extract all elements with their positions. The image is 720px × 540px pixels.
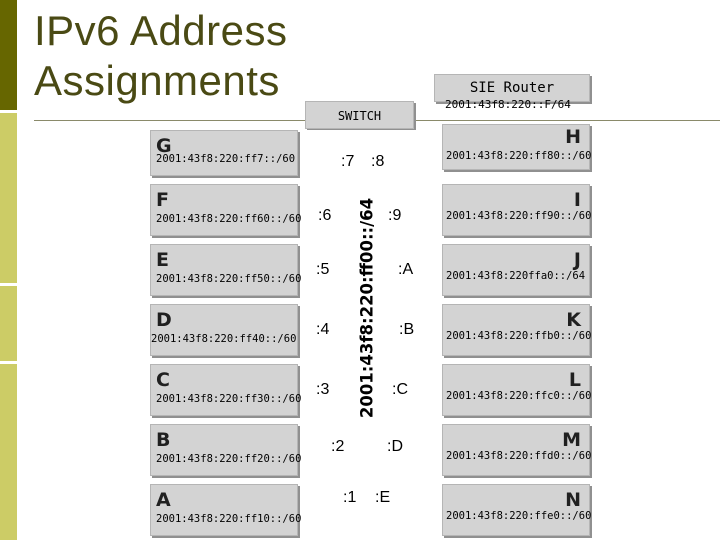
- box-address: 2001:43f8:220:ff60::/60: [156, 213, 302, 225]
- router-subnet: 2001:43f8:220::F/64: [445, 98, 571, 111]
- sidebar-segment: [0, 364, 17, 540]
- box-address: 2001:43f8:220:ff20::/60: [156, 453, 302, 465]
- title-line-2: Assignments: [34, 57, 280, 104]
- box-letter: F: [156, 189, 169, 211]
- subnet-box-f: F 2001:43f8:220:ff60::/60: [150, 184, 302, 236]
- subnet-box-a: A 2001:43f8:220:ff10::/60: [150, 484, 302, 536]
- page-title: IPv6 Address Assignments: [34, 6, 287, 106]
- subnet-box-n: N 2001:43f8:220:ffe0::/60: [442, 484, 592, 536]
- box-address: 2001:43f8:220:ff50::/60: [156, 273, 302, 285]
- switch-label: SWITCH: [305, 101, 414, 129]
- subnet-box-g: G 2001:43f8:220:ff7::/60: [150, 130, 298, 176]
- port-label-right: :C: [392, 381, 408, 398]
- box-address: 2001:43f8:220:ffd0::/60: [446, 450, 592, 462]
- port-label-right: :D: [387, 438, 403, 455]
- box-letter: M: [562, 429, 581, 451]
- box-address: 2001:43f8:220:ff10::/60: [156, 513, 302, 525]
- port-label-right: :9: [388, 207, 402, 224]
- sidebar-segment: [0, 286, 17, 361]
- box-letter: A: [156, 489, 171, 511]
- subnet-box-c: C 2001:43f8:220:ff30::/60: [150, 364, 302, 416]
- subnet-box-i: I 2001:43f8:220:ff90::/60: [442, 184, 592, 236]
- router-box: SIE Router: [434, 74, 590, 102]
- box-letter: D: [156, 309, 172, 331]
- box-address: 2001:43f8:220:ff7::/60: [156, 153, 296, 165]
- box-address: 2001:43f8:220:ff80::/60: [446, 150, 592, 162]
- box-address: 2001:43f8:220:ff90::/60: [446, 210, 592, 222]
- port-label-right: :B: [399, 321, 415, 338]
- box-letter: K: [566, 309, 581, 331]
- box-address: 2001:43f8:220ffa0::/64: [446, 270, 586, 282]
- port-label-left: :7: [341, 153, 355, 170]
- port-label-left: :1: [343, 489, 357, 506]
- box-letter: C: [156, 369, 170, 391]
- subnet-box-b: B 2001:43f8:220:ff20::/60: [150, 424, 302, 476]
- subnet-box-l: L 2001:43f8:220:ffc0::/60: [442, 364, 592, 416]
- box-address: 2001:43f8:220:ffc0::/60: [446, 390, 592, 402]
- box-address: 2001:43f8:220:ff30::/60: [156, 393, 302, 405]
- slide-sidebar: [0, 0, 17, 540]
- subnet-box-j: J 2001:43f8:220ffa0::/64: [442, 244, 590, 296]
- title-line-1: IPv6 Address: [34, 7, 288, 54]
- port-label-left: :4: [316, 321, 330, 338]
- box-letter: I: [573, 189, 581, 211]
- box-letter: G: [156, 135, 172, 157]
- port-label-left: :5: [316, 261, 330, 278]
- box-address: 2001:43f8:220:ff40::/60: [151, 333, 297, 345]
- subnet-box-h: H 2001:43f8:220:ff80::/60: [442, 124, 592, 170]
- switch-body: [305, 130, 421, 534]
- subnet-box-m: M 2001:43f8:220:ffd0::/60: [442, 424, 592, 476]
- sidebar-segment: [0, 361, 17, 364]
- box-address: 2001:43f8:220:ffb0::/60: [446, 330, 592, 342]
- box-letter: L: [568, 369, 581, 391]
- switch-prefix: 2001:43f8:220:ff00::/64: [357, 197, 377, 419]
- box-letter: J: [573, 249, 581, 271]
- box-letter: N: [565, 489, 581, 511]
- port-label-right: :A: [398, 261, 414, 278]
- port-label-left: :6: [318, 207, 332, 224]
- sidebar-segment: [0, 283, 17, 286]
- port-label-right: :E: [375, 489, 391, 506]
- box-address: 2001:43f8:220:ffe0::/60: [446, 510, 592, 522]
- subnet-box-e: E 2001:43f8:220:ff50::/60: [150, 244, 302, 296]
- subnet-box-d: D 2001:43f8:220:ff40::/60: [150, 304, 298, 356]
- box-letter: H: [565, 126, 581, 148]
- sidebar-segment: [0, 110, 17, 113]
- port-label-left: :3: [316, 381, 330, 398]
- port-label-left: :2: [331, 438, 345, 455]
- router-name: SIE Router: [469, 80, 555, 96]
- subnet-box-k: K 2001:43f8:220:ffb0::/60: [442, 304, 592, 356]
- box-letter: B: [156, 429, 171, 451]
- sidebar-segment: [0, 113, 17, 283]
- sidebar-segment: [0, 0, 17, 110]
- port-label-right: :8: [371, 153, 385, 170]
- box-letter: E: [156, 249, 169, 271]
